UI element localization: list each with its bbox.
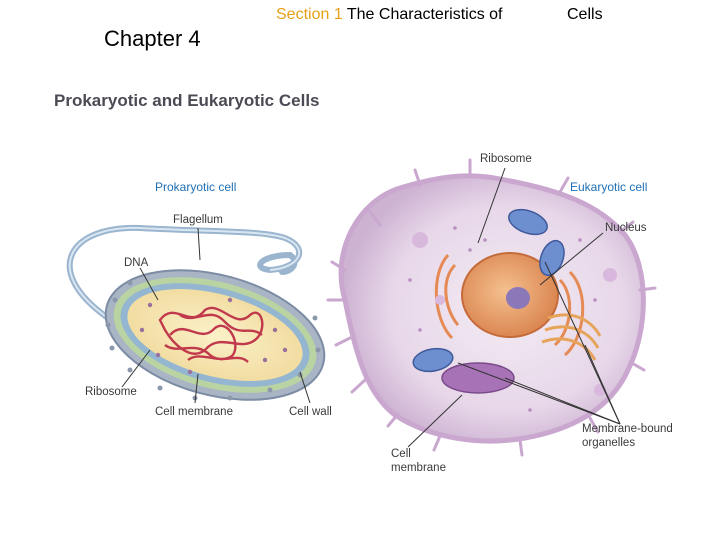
eukaryote-ribosome-label: Ribosome (480, 153, 532, 165)
prokaryotic-cell (66, 224, 326, 401)
mitochondria (412, 208, 565, 373)
eukaryote-cell-membrane-label-line1: Cell (391, 448, 411, 460)
eukaryote-cell-membrane-label-line2: membrane (391, 462, 446, 474)
prokaryote-ribosome-label: Ribosome (85, 386, 137, 398)
chapter-title: Chapter 4 (104, 26, 201, 51)
section-title-end: Cells (567, 6, 603, 23)
membrane-bound-label-line2: organelles (582, 437, 636, 449)
leader-lines (121, 167, 621, 448)
section-number: Section 1 (276, 6, 343, 23)
dna-label: DNA (124, 257, 149, 269)
section-name: The Characteristics of (342, 6, 503, 23)
nucleus-label: Nucleus (605, 222, 647, 234)
ribosome-dots (139, 297, 288, 375)
flagellum-label: Flagellum (173, 214, 223, 226)
section-title: Section 1 The Characteristics of (276, 6, 502, 24)
membrane-bound-label-line1: Membrane-bound (582, 423, 673, 435)
eukaryotic-caption: Eukaryotic cell (570, 180, 648, 194)
nucleolus (506, 287, 530, 309)
prokaryotic-caption: Prokaryotic cell (155, 180, 237, 194)
ribosome-dots-eukaryote (408, 226, 597, 412)
cell-wall-label: Cell wall (289, 406, 332, 418)
eukaryotic-cell (326, 158, 657, 457)
prokaryote-cell-membrane-label: Cell membrane (155, 406, 233, 418)
dna-strand (158, 306, 264, 363)
membrane-projections (326, 158, 657, 457)
pili (105, 280, 321, 401)
figure-title: Prokaryotic and Eukaryotic Cells (54, 91, 320, 110)
vacuole (441, 362, 515, 394)
